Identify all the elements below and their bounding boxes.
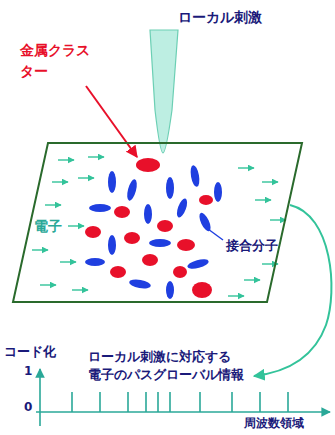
molecule-label: 接合分子 [226,238,278,255]
path-info-label: ローカル刺激に対応する 電子のパスグローバル情報 [88,348,270,384]
stimulus-label: ローカル刺激 [178,8,262,26]
x-axis [36,411,330,413]
cluster-pointer [86,86,137,157]
encoding-arrow [254,205,331,376]
code-spikes [72,392,288,412]
axis-tick: 1 [24,364,32,380]
label-slot: ローカル刺激 [178,8,262,26]
y-axis [39,369,41,426]
label-slot: 0 [24,400,32,416]
parallelogram-outline [13,143,302,302]
electron-plane: 電子 [10,140,306,305]
label-slot: 1 [24,364,32,380]
molecule-pointer [208,229,223,240]
junction-molecules [85,164,222,299]
label-slot: 周波数領域 [244,416,304,432]
electron-arrows [32,157,286,296]
metal-clusters [85,158,213,298]
node-text: 電子 [34,218,62,236]
probe-tip [150,30,178,153]
label-slot: ローカル刺激に対応する 電子のパスグローバル情報 [88,348,270,384]
axis-tick: 0 [24,400,32,416]
label-slot: 金属クラス ター [20,40,96,82]
label-slot: 接合分子 [226,238,278,255]
axis-label: 周波数領域 [244,416,304,432]
cluster-label: 金属クラス ター [20,40,96,82]
label-slot: コード化 [4,344,56,361]
axis-title: コード化 [4,344,56,361]
